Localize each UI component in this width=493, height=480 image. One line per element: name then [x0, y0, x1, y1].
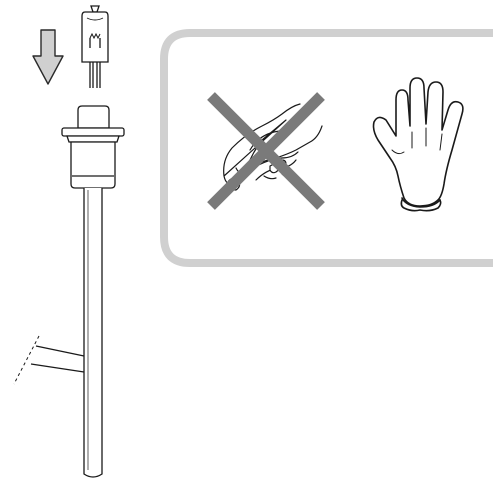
down-arrow-icon — [32, 29, 64, 85]
handling-instruction-panel — [160, 29, 493, 267]
halogen-bulb-icon — [81, 5, 109, 88]
cross-icon — [207, 92, 325, 210]
glove-icon — [372, 77, 464, 212]
lamp-pole-icon — [13, 105, 125, 478]
